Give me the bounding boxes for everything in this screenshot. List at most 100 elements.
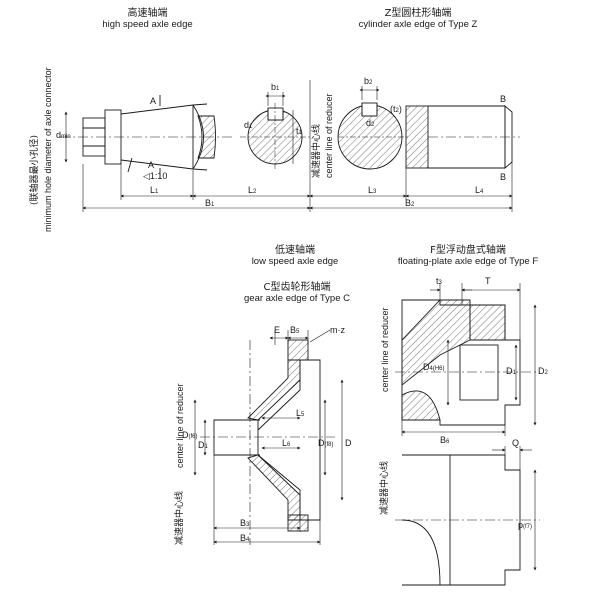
label-t2: (t2) [390, 104, 402, 116]
label-b5-sub: 5 [296, 329, 300, 335]
title-low-speed-zh: 低速轴端 [275, 245, 315, 256]
label-b1-key: b1 [271, 82, 279, 94]
title-low-speed-en: low speed axle edge [251, 256, 339, 267]
label-p-f7: p(f7) [518, 520, 532, 532]
label-l6-text: L [282, 438, 288, 448]
label-d1-c-text: D [198, 440, 205, 450]
label-d-f6: D(f6) [182, 430, 198, 442]
label-t1-sub: 1 [298, 130, 302, 136]
label-t2-sub: 2 [395, 108, 399, 114]
label-d1-f-text: D [506, 366, 513, 376]
high-speed-key-section [240, 92, 310, 171]
top-dimensions [64, 80, 513, 212]
label-l2: L2 [248, 185, 256, 197]
label-d-min: dmin [56, 130, 71, 142]
label-b6-text: B [440, 435, 447, 445]
title-type-z-zh: Z型圆柱形轴端 [384, 8, 452, 19]
label-b1-sub: 1 [211, 202, 215, 208]
label-b1: B1 [205, 198, 214, 210]
label-b2-key-text: b [364, 76, 370, 86]
label-l1: L1 [150, 185, 158, 197]
label-b2-sub: 2 [411, 202, 415, 208]
label-d: D [345, 438, 352, 448]
label-d1-c: D1 [198, 440, 208, 452]
type-c-dimensions [193, 329, 344, 545]
label-section-a-bottom: A [148, 160, 155, 170]
label-l4: L4 [475, 185, 483, 197]
title-type-f-en: floating-plate axle edge of Type F [397, 256, 539, 267]
label-section-a-top: A [150, 96, 157, 106]
label-d2: d2 [366, 118, 374, 130]
title-high-speed: 高速轴端 high speed axle edge [90, 8, 205, 30]
connector-note-zh: (联轴器最小孔径) [30, 134, 40, 205]
label-d-h6-sub: 4(H6) [429, 366, 445, 372]
label-d-f8-text: D [318, 438, 325, 448]
label-d-f6-sub: (f6) [188, 434, 198, 440]
label-b1-key-sub: 1 [276, 86, 280, 92]
label-l6: L6 [282, 438, 290, 450]
label-d-f8: D(f8) [318, 438, 334, 450]
label-mz: m·z [330, 325, 345, 335]
center-note-zh-f: 减速器中心线 [380, 460, 390, 515]
label-b4-sub: 4 [246, 537, 250, 543]
label-b6-sub: 6 [446, 439, 450, 445]
label-b3: B3 [240, 518, 249, 530]
label-t3: t3 [436, 276, 442, 288]
center-note-en-c: center line of reducer [175, 383, 185, 468]
label-l6-sub: 6 [287, 442, 291, 448]
label-b6: B6 [440, 435, 449, 447]
label-d2-f-text: D [538, 366, 545, 376]
label-l4-sub: 4 [480, 189, 484, 195]
label-l1-sub: 1 [155, 189, 159, 195]
label-d1-f-sub: 1 [512, 370, 516, 376]
label-d1-sub: 1 [249, 124, 253, 130]
label-taper: ◁1:10 [143, 171, 168, 181]
label-b2: B2 [405, 198, 414, 210]
label-t1: t1 [296, 126, 302, 138]
label-b3-sub: 3 [246, 522, 250, 528]
title-type-c-zh: C型齿轮形轴端 [263, 282, 331, 293]
label-d1: d1 [244, 120, 252, 132]
title-low-speed: 低速轴端 low speed axle edge [230, 245, 360, 267]
center-note-en-f: center line of reducer [380, 307, 390, 392]
center-note-zh-c: 减速器中心线 [175, 490, 185, 545]
label-b5: B5 [290, 325, 299, 337]
label-section-b-bottom: B [500, 172, 507, 182]
label-d2-sub: 2 [371, 122, 375, 128]
label-b1-key-text: b [271, 82, 277, 92]
label-b4: B4 [240, 533, 249, 545]
label-d1-f: D1 [506, 366, 516, 378]
center-note-en-top: center line of reducer [324, 93, 334, 178]
title-high-speed-en: high speed axle edge [102, 19, 193, 30]
label-q: Q [512, 438, 520, 448]
type-f-dimensions [401, 283, 537, 571]
label-d2-f-sub: 2 [544, 370, 548, 376]
title-type-c-en: gear axle edge of Type C [244, 293, 350, 304]
label-t: T [485, 276, 491, 286]
label-t3-text: t [436, 276, 439, 286]
label-b4-text: B [240, 533, 247, 543]
high-speed-shaft [60, 95, 235, 178]
label-b3-text: B [240, 518, 247, 528]
label-l2-sub: 2 [253, 189, 257, 195]
type-f-floating-plate [395, 299, 540, 586]
label-t2-text: (t [390, 104, 396, 114]
label-t2-close: ) [398, 104, 402, 114]
label-l3: L3 [368, 185, 376, 197]
center-note-zh-top: 减速器中心线 [312, 123, 322, 178]
label-t1-text: t [296, 126, 299, 136]
label-l3-text: L [368, 185, 374, 195]
label-d-f6-text: D [182, 430, 189, 440]
label-d1-c-sub: 1 [204, 444, 208, 450]
label-d1-text: d [244, 120, 250, 130]
label-l5-text: L [296, 408, 302, 418]
label-section-b-top: B [500, 94, 507, 104]
title-type-z: Z型圆柱形轴端 cylinder axle edge of Type Z [338, 8, 498, 30]
label-d-min-sub: min [61, 134, 71, 140]
title-high-speed-zh: 高速轴端 [127, 8, 168, 19]
connector-note-en: minimum hole diameter of axle connector [43, 67, 53, 232]
label-d-min-text: d [56, 130, 62, 140]
label-b2-text: B [405, 198, 412, 208]
label-p-f7-sub: (f7) [523, 524, 533, 530]
